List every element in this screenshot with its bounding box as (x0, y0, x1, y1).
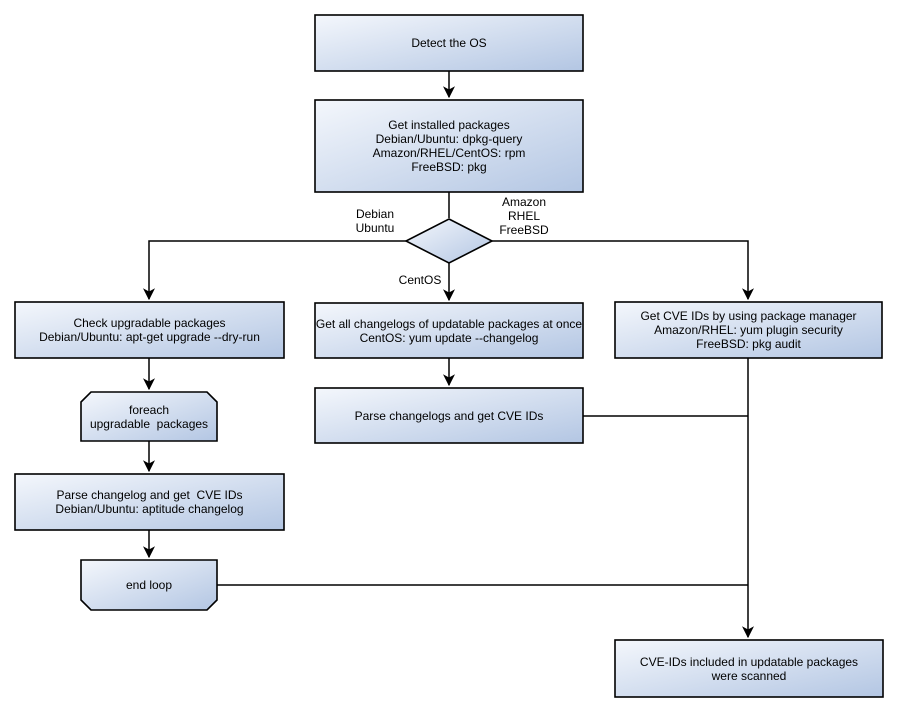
node-shape-get-installed (314, 99, 584, 193)
node-shape-parse-changelogs (314, 387, 584, 444)
node-shape-detect-os (314, 14, 584, 72)
node-shape-end-loop (80, 559, 218, 611)
edge-decision-to-get-cve-ids (492, 240, 754, 301)
node-shape-check-upgradable (14, 301, 285, 359)
node-shape-get-cve-ids (614, 301, 883, 359)
node-shape-parse-changelog (14, 473, 285, 531)
node-shape-foreach-loop (80, 391, 218, 442)
node-shape-scanned (614, 639, 884, 698)
edge-decision-to-check-upgradable (143, 240, 406, 301)
node-shape-get-changelogs (314, 302, 584, 359)
node-shape-os-decision-diamond (404, 218, 494, 264)
